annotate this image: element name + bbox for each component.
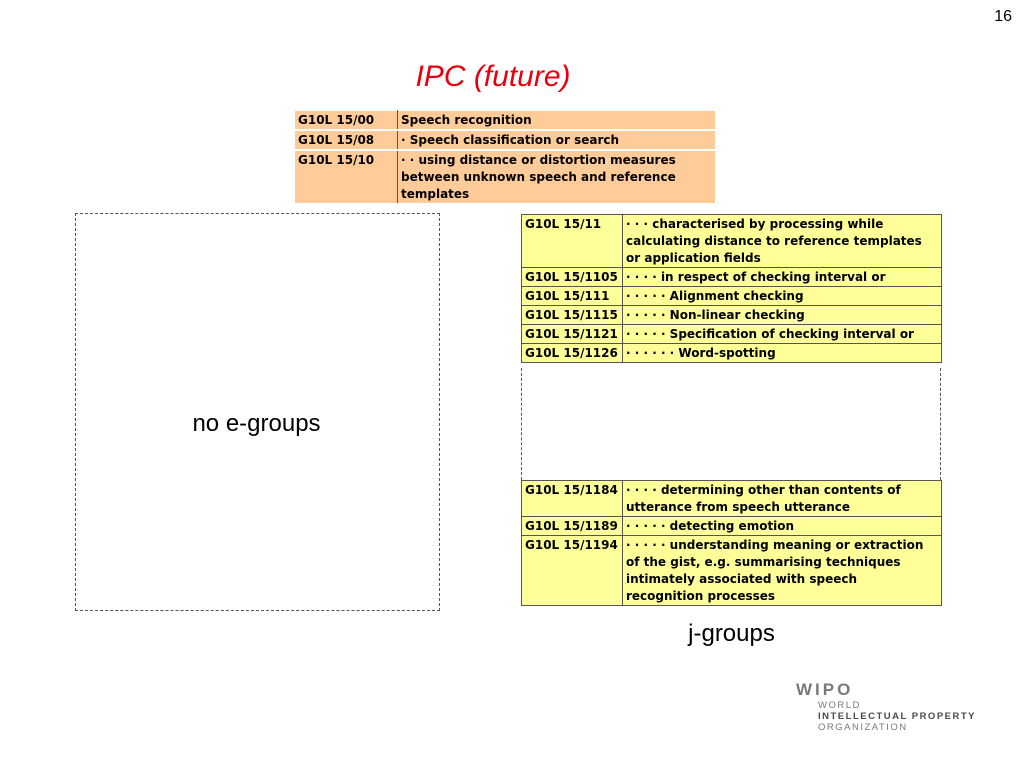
table-row: G10L 15/111 · · · · · Alignment checking (521, 286, 942, 306)
ipc-code-cell: G10L 15/11 (521, 214, 623, 268)
ipc-desc-cell: · · · characterised by processing while … (622, 214, 942, 268)
ipc-desc-cell: · · · · · Alignment checking (622, 286, 942, 306)
table-row: G10L 15/1194 · · · · · understanding mea… (521, 535, 942, 606)
ipc-code-cell: G10L 15/1115 (521, 305, 623, 325)
j-groups-label: j-groups (688, 620, 775, 647)
table-row: G10L 15/1105 · · · · in respect of check… (521, 267, 942, 287)
table-row: G10L 15/11 · · · characterised by proces… (521, 214, 942, 268)
table-row: G10L 15/1126 · · · · · · Word-spotting (521, 343, 942, 363)
table-row: G10L 15/08 · Speech classification or se… (294, 129, 716, 151)
wipo-logo-line-org: ORGANIZATION (818, 722, 908, 733)
ipc-code-cell: G10L 15/1126 (521, 343, 623, 363)
ipc-desc-cell: · · · · in respect of checking interval … (622, 267, 942, 287)
j-groups-table-top: G10L 15/11 · · · characterised by proces… (521, 214, 942, 363)
ipc-desc-cell: · · · · · · Word-spotting (622, 343, 942, 363)
ipc-code-cell: G10L 15/1121 (521, 324, 623, 344)
wipo-logo-mark: WIPO (796, 680, 854, 699)
ipc-code-cell: G10L 15/1184 (521, 480, 623, 517)
slide-title: IPC (future) (415, 60, 571, 93)
wipo-logo: WIPO WORLD INTELLECTUAL PROPERTY ORGANIZ… (796, 680, 976, 733)
ipc-desc-cell: · · · · · understanding meaning or extra… (622, 535, 942, 606)
ipc-desc-cell: · · · · determining other than contents … (622, 480, 942, 517)
table-row: G10L 15/1189 · · · · · detecting emotion (521, 516, 942, 536)
ipc-code-cell: G10L 15/10 (294, 149, 398, 205)
ipc-desc-cell: Speech recognition (397, 110, 716, 131)
page-number: 16 (994, 8, 1012, 25)
ipc-desc-cell: · · · · · Non-linear checking (622, 305, 942, 325)
ipc-code-cell: G10L 15/111 (521, 286, 623, 306)
ipc-code-cell: G10L 15/1105 (521, 267, 623, 287)
table-row: G10L 15/10 · · using distance or distort… (294, 149, 716, 205)
table-row: G10L 15/1115 · · · · · Non-linear checki… (521, 305, 942, 325)
ipc-desc-cell: · Speech classification or search (397, 129, 716, 151)
ipc-desc-cell: · · using distance or distortion measure… (397, 149, 716, 205)
ipc-code-cell: G10L 15/1189 (521, 516, 623, 536)
wipo-logo-line-world: WORLD (818, 700, 861, 711)
j-groups-gap-box (521, 368, 941, 480)
j-groups-table-bottom: G10L 15/1184 · · · · determining other t… (521, 480, 942, 606)
e-groups-placeholder-box (75, 213, 440, 611)
table-row: G10L 15/1184 · · · · determining other t… (521, 480, 942, 517)
no-e-groups-label: no e-groups (192, 410, 321, 437)
ipc-code-cell: G10L 15/08 (294, 129, 398, 151)
table-row: G10L 15/00 Speech recognition (294, 110, 716, 131)
wipo-logo-line-ip: INTELLECTUAL PROPERTY (818, 711, 976, 722)
ipc-main-group-table: G10L 15/00 Speech recognition G10L 15/08… (294, 110, 716, 205)
ipc-code-cell: G10L 15/1194 (521, 535, 623, 606)
table-row: G10L 15/1121 · · · · · Specification of … (521, 324, 942, 344)
ipc-desc-cell: · · · · · detecting emotion (622, 516, 942, 536)
ipc-desc-cell: · · · · · Specification of checking inte… (622, 324, 942, 344)
ipc-code-cell: G10L 15/00 (294, 110, 398, 131)
